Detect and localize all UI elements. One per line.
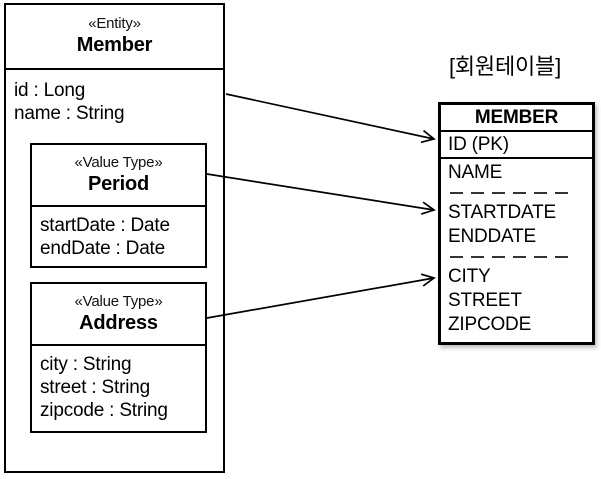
address-stereotype: «Value Type» bbox=[74, 293, 163, 310]
dashed-separator bbox=[450, 256, 568, 258]
table-row-street: STREET bbox=[448, 290, 522, 311]
table-name: MEMBER bbox=[441, 105, 592, 132]
table-caption: [회원테이블] bbox=[448, 54, 562, 79]
period-attribute-enddate: endDate : Date bbox=[40, 238, 166, 259]
period-name: Period bbox=[87, 173, 150, 195]
valuetype-address-header: «Value Type» Address bbox=[32, 284, 205, 346]
table-row-id-pk: ID (PK) bbox=[441, 132, 592, 159]
table-row-name: NAME bbox=[448, 162, 503, 183]
address-attribute-zipcode: zipcode : String bbox=[40, 400, 168, 421]
address-name: Address bbox=[79, 312, 158, 334]
entity-attribute-id: id : Long bbox=[14, 80, 86, 101]
arrow-member-to-idpk bbox=[225, 93, 436, 144]
valuetype-period-header: «Value Type» Period bbox=[32, 145, 205, 207]
entity-member-header: «Entity» Member bbox=[6, 5, 223, 70]
entity-member-box: «Entity» Member id : Long name : String … bbox=[4, 3, 225, 473]
table-row-startdate: STARTDATE bbox=[448, 202, 556, 223]
valuetype-address-box: «Value Type» Address city : String stree… bbox=[30, 282, 207, 433]
period-attributes: startDate : Date endDate : Date bbox=[32, 207, 205, 260]
db-table-member: MEMBER ID (PK) NAME STARTDATE ENDDATE CI… bbox=[438, 102, 595, 345]
period-stereotype: «Value Type» bbox=[74, 154, 163, 171]
arrow-address-to-fields bbox=[206, 273, 436, 319]
entity-attributes: id : Long name : String bbox=[6, 70, 223, 125]
table-row-zipcode: ZIPCODE bbox=[448, 314, 532, 335]
address-attribute-street: street : String bbox=[40, 377, 150, 398]
entity-attribute-name: name : String bbox=[14, 103, 125, 124]
arrow-period-to-dates bbox=[206, 173, 436, 215]
address-attribute-city: city : String bbox=[40, 354, 132, 375]
table-row-city: CITY bbox=[448, 266, 491, 287]
period-attribute-startdate: startDate : Date bbox=[40, 215, 170, 236]
dashed-separator bbox=[450, 192, 568, 194]
address-attributes: city : String street : String zipcode : … bbox=[32, 346, 205, 422]
valuetype-period-box: «Value Type» Period startDate : Date end… bbox=[30, 143, 207, 268]
table-body: NAME STARTDATE ENDDATE CITY STREET ZIPCO… bbox=[441, 159, 592, 337]
table-row-enddate: ENDDATE bbox=[448, 226, 536, 247]
entity-stereotype: «Entity» bbox=[88, 15, 141, 32]
entity-name: Member bbox=[76, 34, 153, 56]
